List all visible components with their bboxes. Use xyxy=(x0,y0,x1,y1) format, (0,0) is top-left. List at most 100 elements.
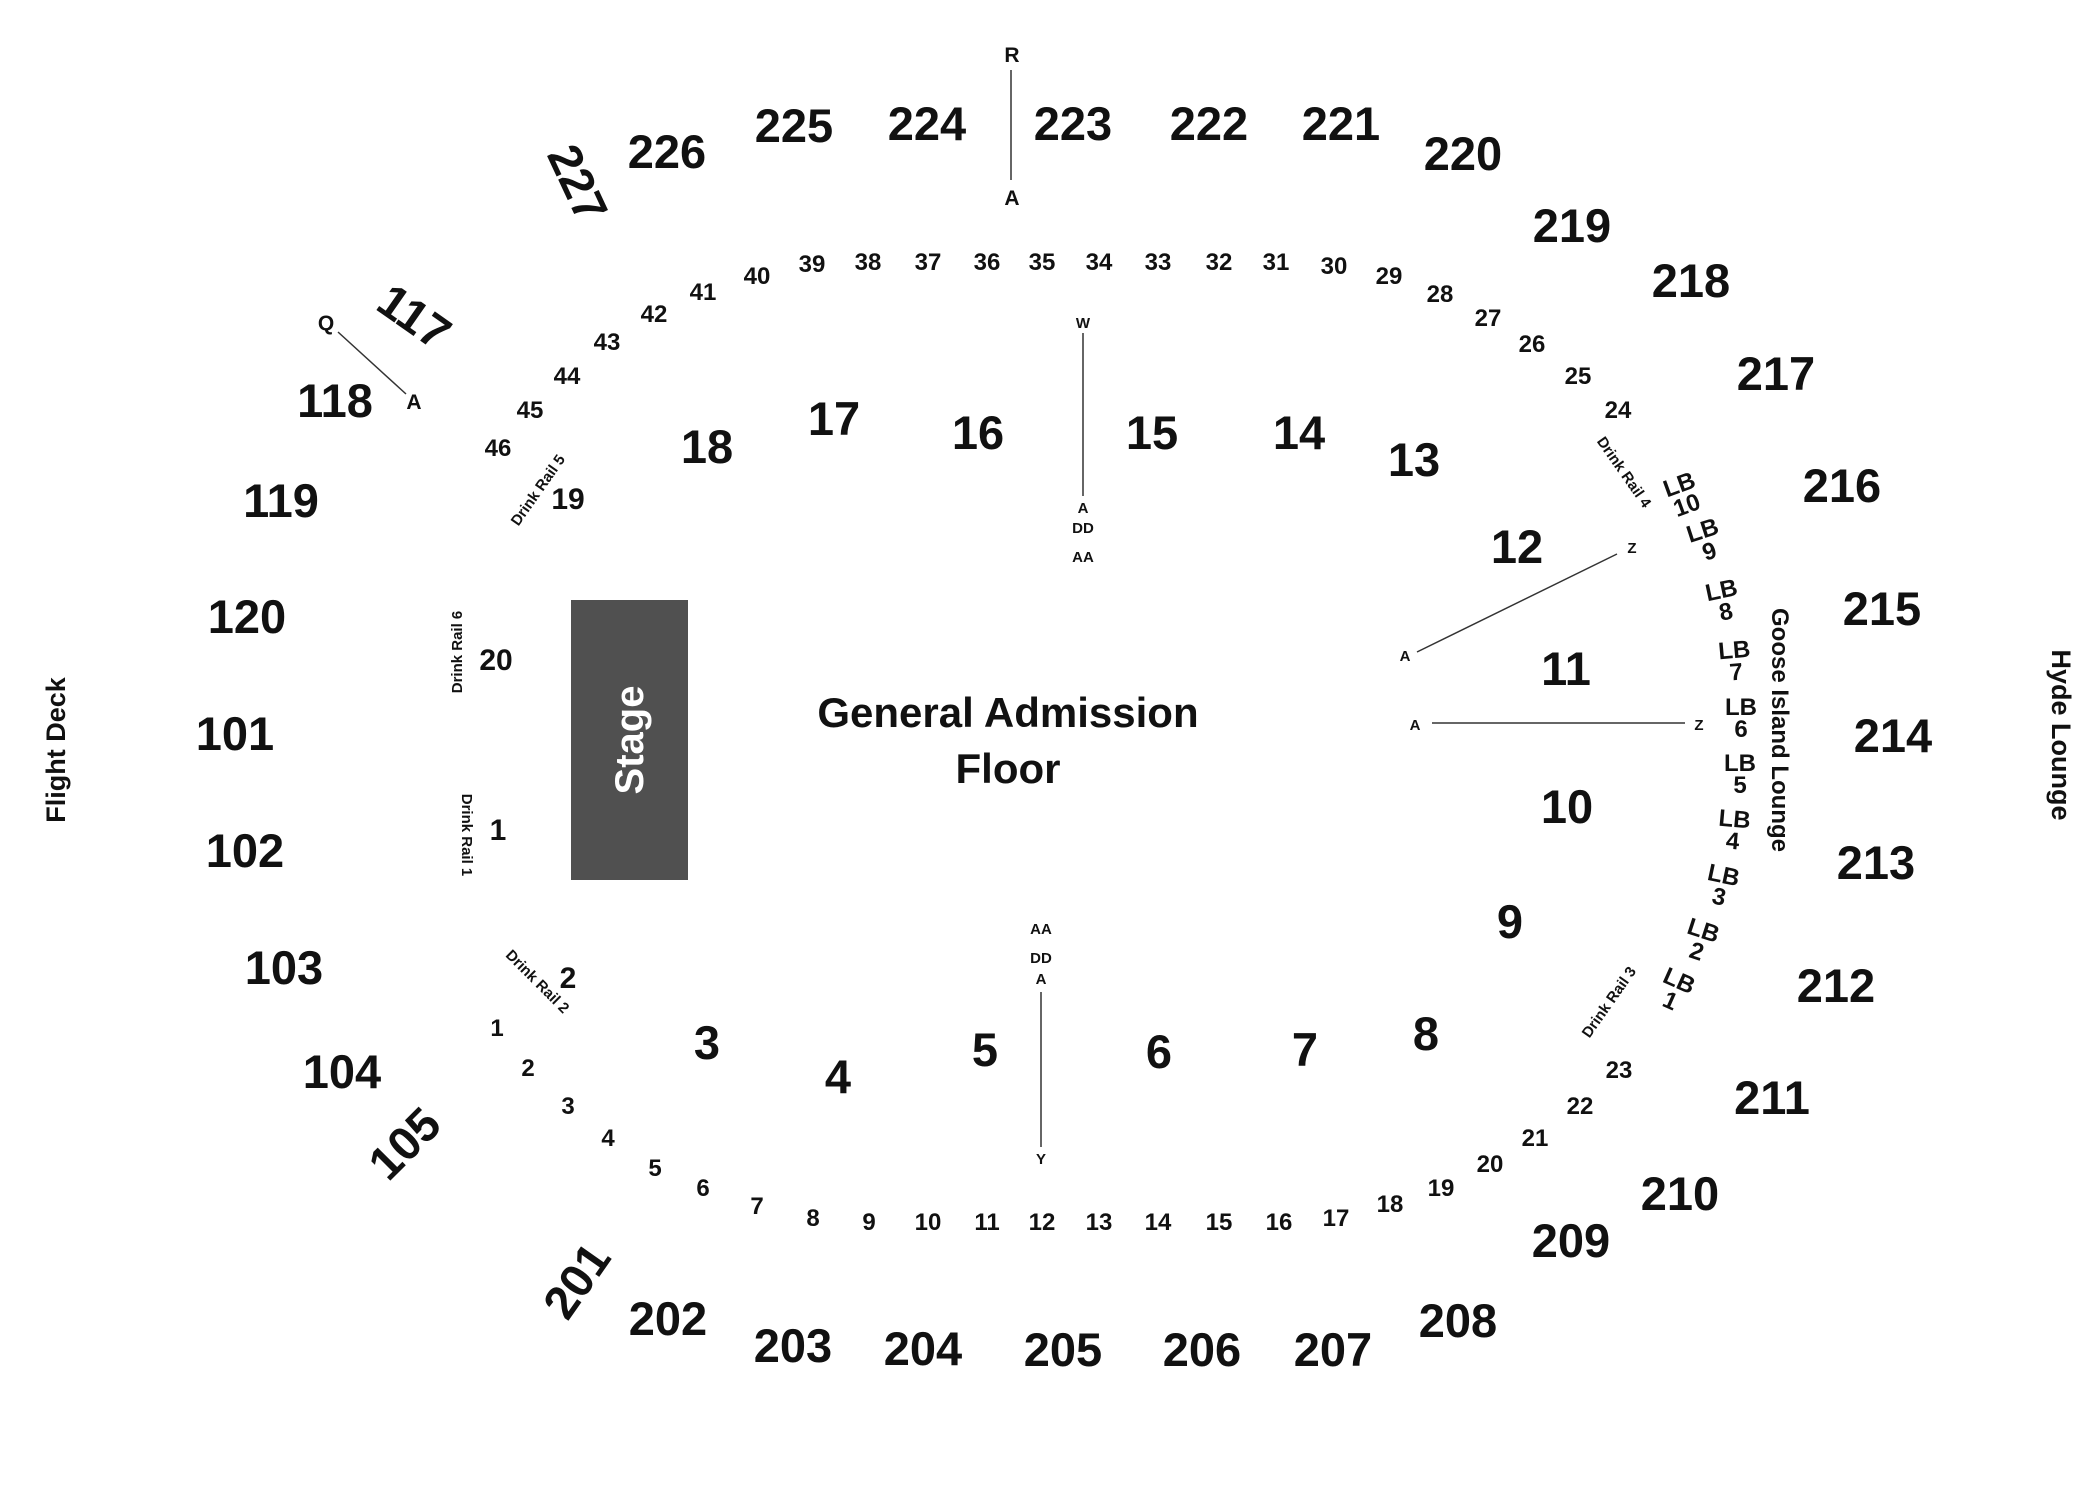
floor-section-3[interactable]: 3 xyxy=(694,1016,720,1069)
box-37[interactable]: 37 xyxy=(915,249,942,276)
box-45[interactable]: 45 xyxy=(517,397,544,424)
section-118[interactable]: 118 xyxy=(297,374,373,427)
lounge-box-2[interactable]: LB 2 xyxy=(1677,913,1723,969)
box-b22[interactable]: 22 xyxy=(1567,1093,1594,1120)
section-217[interactable]: 217 xyxy=(1737,347,1815,400)
box-28[interactable]: 28 xyxy=(1427,281,1454,308)
floor-section-12[interactable]: 12 xyxy=(1491,520,1543,573)
box-35[interactable]: 35 xyxy=(1029,249,1056,276)
section-206[interactable]: 206 xyxy=(1163,1323,1241,1376)
box-43[interactable]: 43 xyxy=(594,329,621,356)
section-105[interactable]: 105 xyxy=(358,1097,451,1190)
box-27[interactable]: 27 xyxy=(1475,305,1502,332)
box-b10[interactable]: 10 xyxy=(915,1209,942,1236)
box-32[interactable]: 32 xyxy=(1206,249,1233,276)
box-b7[interactable]: 7 xyxy=(750,1193,763,1220)
box-b19[interactable]: 19 xyxy=(1428,1175,1455,1202)
section-204[interactable]: 204 xyxy=(884,1322,962,1375)
floor-section-5[interactable]: 5 xyxy=(972,1023,998,1076)
box-b14[interactable]: 14 xyxy=(1145,1209,1172,1236)
box-b12[interactable]: 12 xyxy=(1029,1209,1056,1236)
floor-section-2[interactable]: 2 xyxy=(560,962,577,995)
box-b9[interactable]: 9 xyxy=(862,1209,875,1236)
floor-section-1[interactable]: 1 xyxy=(490,814,507,847)
section-203[interactable]: 203 xyxy=(754,1319,832,1372)
section-211[interactable]: 211 xyxy=(1734,1071,1810,1124)
lounge-box-1[interactable]: LB 1 xyxy=(1650,962,1700,1020)
section-119[interactable]: 119 xyxy=(243,474,319,527)
floor-section-14[interactable]: 14 xyxy=(1273,406,1325,459)
section-205[interactable]: 205 xyxy=(1024,1323,1102,1376)
box-b16[interactable]: 16 xyxy=(1266,1209,1293,1236)
box-b20[interactable]: 20 xyxy=(1477,1151,1504,1178)
section-216[interactable]: 216 xyxy=(1803,459,1881,512)
floor-section-15[interactable]: 15 xyxy=(1126,406,1178,459)
section-202[interactable]: 202 xyxy=(629,1292,707,1345)
lounge-box-6[interactable]: LB 6 xyxy=(1725,694,1757,743)
section-214[interactable]: 214 xyxy=(1854,709,1932,762)
box-40[interactable]: 40 xyxy=(744,263,771,290)
section-225[interactable]: 225 xyxy=(755,99,833,152)
box-38[interactable]: 38 xyxy=(855,249,882,276)
section-223[interactable]: 223 xyxy=(1034,97,1112,150)
box-46[interactable]: 46 xyxy=(485,435,512,462)
box-b4[interactable]: 4 xyxy=(601,1125,615,1152)
box-b17[interactable]: 17 xyxy=(1323,1205,1350,1232)
box-b3[interactable]: 3 xyxy=(561,1093,574,1120)
section-226[interactable]: 226 xyxy=(628,125,706,178)
box-b15[interactable]: 15 xyxy=(1206,1209,1233,1236)
box-b18[interactable]: 18 xyxy=(1377,1191,1404,1218)
section-210[interactable]: 210 xyxy=(1641,1167,1719,1220)
lounge-box-4[interactable]: LB 4 xyxy=(1716,805,1752,857)
lounge-box-5[interactable]: LB 5 xyxy=(1724,750,1756,799)
box-44[interactable]: 44 xyxy=(554,363,581,390)
section-104[interactable]: 104 xyxy=(303,1045,381,1098)
box-b2[interactable]: 2 xyxy=(521,1055,534,1082)
floor-section-17[interactable]: 17 xyxy=(808,392,860,445)
box-b11[interactable]: 11 xyxy=(974,1209,999,1236)
box-b13[interactable]: 13 xyxy=(1086,1209,1113,1236)
section-103[interactable]: 103 xyxy=(245,941,323,994)
floor-section-20[interactable]: 20 xyxy=(479,644,512,677)
box-42[interactable]: 42 xyxy=(641,301,668,328)
box-b23[interactable]: 23 xyxy=(1606,1057,1633,1084)
floor-section-6[interactable]: 6 xyxy=(1146,1025,1172,1078)
section-102[interactable]: 102 xyxy=(206,824,284,877)
box-b1[interactable]: 1 xyxy=(490,1015,503,1042)
section-117[interactable]: 117 xyxy=(368,273,461,360)
box-24[interactable]: 24 xyxy=(1605,397,1632,424)
floor-section-19[interactable]: 19 xyxy=(551,483,584,516)
box-39[interactable]: 39 xyxy=(799,251,826,278)
section-221[interactable]: 221 xyxy=(1302,97,1380,150)
section-224[interactable]: 224 xyxy=(888,97,966,150)
box-26[interactable]: 26 xyxy=(1519,331,1546,358)
section-222[interactable]: 222 xyxy=(1170,97,1248,150)
section-209[interactable]: 209 xyxy=(1532,1214,1610,1267)
section-219[interactable]: 219 xyxy=(1533,199,1611,252)
box-b21[interactable]: 21 xyxy=(1522,1125,1549,1152)
section-220[interactable]: 220 xyxy=(1424,127,1502,180)
section-215[interactable]: 215 xyxy=(1843,582,1921,635)
section-201[interactable]: 201 xyxy=(532,1233,620,1328)
section-212[interactable]: 212 xyxy=(1797,959,1875,1012)
section-208[interactable]: 208 xyxy=(1419,1294,1497,1347)
box-25[interactable]: 25 xyxy=(1565,363,1592,390)
box-36[interactable]: 36 xyxy=(974,249,1001,276)
box-b6[interactable]: 6 xyxy=(696,1175,709,1202)
lounge-box-9[interactable]: LB 9 xyxy=(1683,513,1729,569)
floor-section-16[interactable]: 16 xyxy=(952,406,1004,459)
box-b5[interactable]: 5 xyxy=(648,1155,661,1182)
floor-section-8[interactable]: 8 xyxy=(1413,1007,1439,1060)
floor-section-10[interactable]: 10 xyxy=(1541,780,1593,833)
floor-section-4[interactable]: 4 xyxy=(825,1050,851,1103)
lounge-box-3[interactable]: LB 3 xyxy=(1701,859,1742,914)
floor-section-9[interactable]: 9 xyxy=(1497,895,1523,948)
floor-section-11[interactable]: 11 xyxy=(1541,642,1591,695)
section-213[interactable]: 213 xyxy=(1837,836,1915,889)
box-b8[interactable]: 8 xyxy=(806,1205,819,1232)
box-29[interactable]: 29 xyxy=(1376,263,1403,290)
section-207[interactable]: 207 xyxy=(1294,1323,1372,1376)
box-30[interactable]: 30 xyxy=(1321,253,1348,280)
lounge-box-8[interactable]: LB 8 xyxy=(1703,574,1744,629)
lounge-box-10[interactable]: LB 10 xyxy=(1660,467,1707,524)
